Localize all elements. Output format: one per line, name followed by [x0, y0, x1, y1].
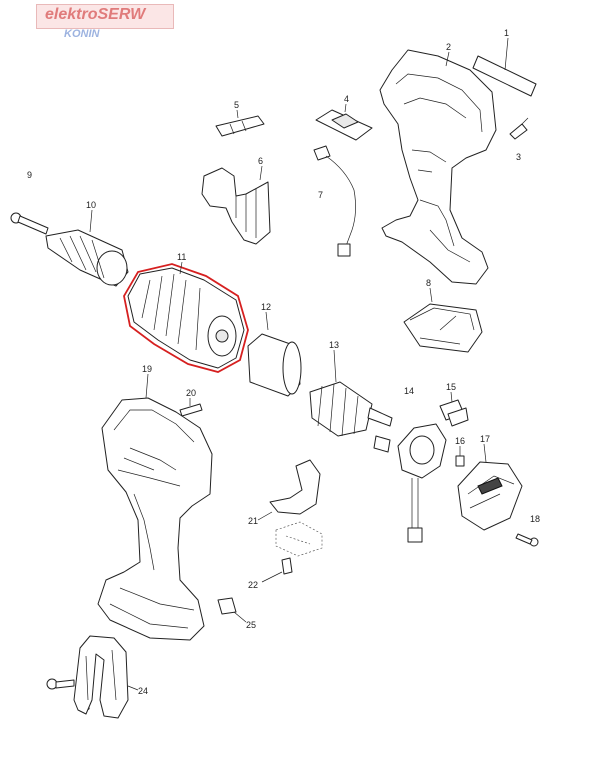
part-11-gear-assembly[interactable]: 11: [123, 252, 249, 373]
part-20-screw[interactable]: 20: [179, 388, 203, 417]
part-number-4: 4: [344, 94, 349, 104]
part-number-24: 24: [138, 686, 148, 696]
part-4-switch-plate[interactable]: 4: [315, 94, 373, 141]
part-number-3: 3: [516, 152, 521, 162]
part-21-bracket[interactable]: 21: [248, 459, 323, 557]
part-12-motor-housing[interactable]: 12: [247, 302, 302, 397]
part-13-armature[interactable]: 13: [309, 340, 393, 453]
part-number-12: 12: [261, 302, 271, 312]
part-number-21: 21: [248, 516, 258, 526]
part-number-19: 19: [142, 364, 152, 374]
brand-city: KONIN: [64, 28, 100, 40]
part-2-housing-right[interactable]: 2: [379, 42, 497, 285]
part-number-2: 2: [446, 42, 451, 52]
part-number-9: 9: [27, 170, 32, 180]
part-25-block[interactable]: 25: [217, 597, 256, 630]
brand-logo: elektroSERW: [36, 4, 174, 29]
part-number-17: 17: [480, 434, 490, 444]
part-1-label-strip[interactable]: 1: [472, 28, 537, 97]
part-19-housing-left[interactable]: 19: [97, 364, 213, 641]
brand-name: elektroSERW: [45, 6, 146, 23]
part-17-rear-cover[interactable]: 17: [457, 434, 523, 531]
part-14-brush-holder[interactable]: 14: [397, 386, 447, 543]
part-22-screw[interactable]: 22: [248, 557, 293, 590]
part-18-screw[interactable]: 18: [515, 514, 540, 547]
part-number-1: 1: [504, 28, 509, 38]
part-number-15: 15: [446, 382, 456, 392]
part-10-chuck[interactable]: 10: [45, 200, 129, 287]
part-5-lever[interactable]: 5: [215, 100, 265, 137]
part-number-18: 18: [530, 514, 540, 524]
part-number-16: 16: [455, 436, 465, 446]
part-16-pin[interactable]: 16: [455, 436, 465, 467]
part-7-wire-harness[interactable]: 7: [313, 145, 356, 257]
part-number-25: 25: [246, 620, 256, 630]
part-number-5: 5: [234, 100, 239, 110]
part-6-switch[interactable]: 6: [201, 156, 271, 245]
part-number-6: 6: [258, 156, 263, 166]
part-number-10: 10: [86, 200, 96, 210]
part-number-8: 8: [426, 278, 431, 288]
part-number-20: 20: [186, 388, 196, 398]
part-24-belt-hook[interactable]: 24: [73, 635, 148, 719]
part-number-13: 13: [329, 340, 339, 350]
part-number-22: 22: [248, 580, 258, 590]
part-11-highlight-outline: [123, 263, 249, 373]
part-3-screw[interactable]: 3: [509, 117, 529, 162]
part-8-controller[interactable]: 8: [403, 278, 483, 353]
part-15-bracket[interactable]: 15: [439, 382, 469, 427]
part-number-11: 11: [177, 252, 186, 262]
part-9-screw[interactable]: 9: [10, 170, 49, 235]
part-number-7: 7: [318, 190, 323, 200]
part-number-14: 14: [404, 386, 414, 396]
